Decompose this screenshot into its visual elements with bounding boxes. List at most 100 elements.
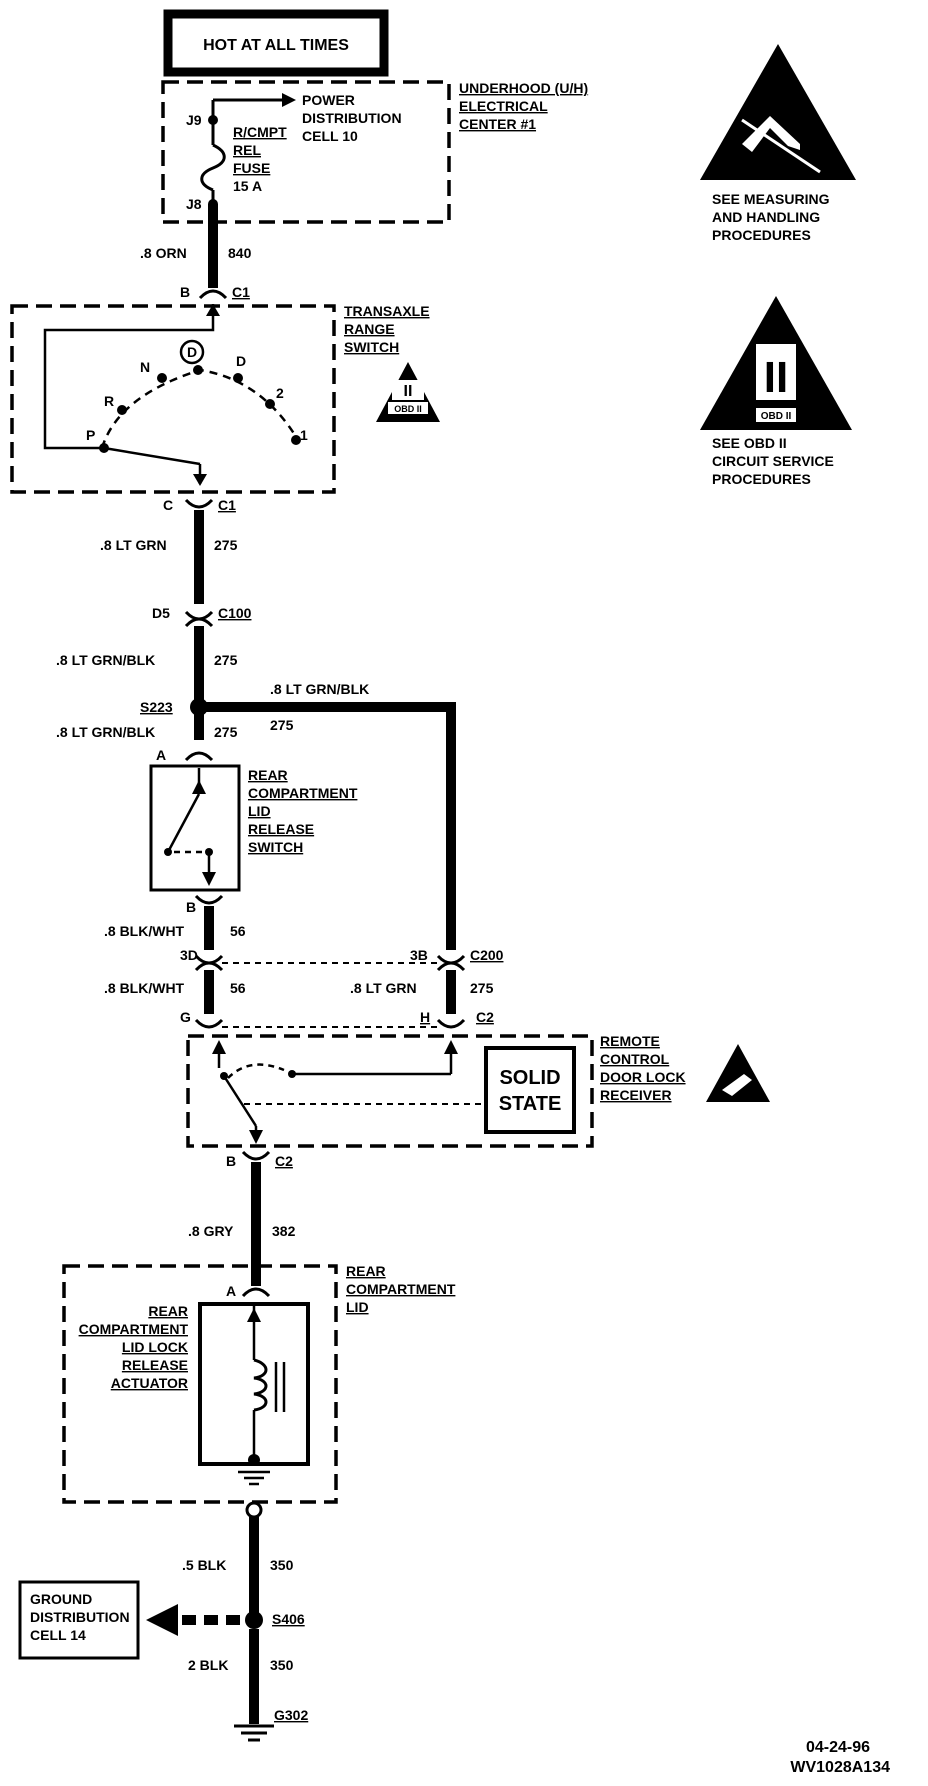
wire-840-circuit: 840 <box>228 245 252 261</box>
rear-switch-arrow-bot <box>202 872 216 886</box>
c2-h-connector <box>436 1018 466 1029</box>
transaxle-title-3: SWITCH <box>344 339 399 355</box>
transaxle-title-2: RANGE <box>344 321 395 337</box>
c1-top-pin: B <box>180 284 190 300</box>
esd-note-3: PROCEDURES <box>712 227 811 243</box>
power-feed-arrowhead <box>282 93 296 107</box>
esd-slash-icon <box>741 118 821 174</box>
receiver-title-2: CONTROL <box>600 1051 670 1067</box>
fuse-label-3: FUSE <box>233 160 270 176</box>
obd-numeral-plate <box>756 344 796 400</box>
receiver-switch-pivot <box>220 1072 228 1080</box>
underhood-box <box>161 80 451 224</box>
wire-275d-circuit: 275 <box>270 717 294 733</box>
c2-name: C2 <box>476 1009 494 1025</box>
actuator-coil <box>253 1358 268 1412</box>
c1-top-name: C1 <box>232 284 250 300</box>
c1-bot-name: C1 <box>218 497 236 513</box>
rear-switch-arrow-top <box>192 780 206 794</box>
rear-switch-title-3: LID <box>248 803 271 819</box>
lid-title-2: COMPARTMENT <box>346 1281 456 1297</box>
actuator-label-4: RELEASE <box>122 1357 188 1373</box>
wire-382-gauge: .8 GRY <box>188 1223 234 1239</box>
position-2-dot <box>265 399 275 409</box>
wire-275a-circuit: 275 <box>214 537 238 553</box>
c2-g-connector <box>194 1018 224 1029</box>
c200-left-bot <box>194 961 224 972</box>
position-p-label: P <box>86 427 95 443</box>
obd-note-1: SEE OBD II <box>712 435 787 451</box>
transaxle-arc <box>100 368 300 449</box>
ground-dist-line3: CELL 14 <box>30 1627 86 1643</box>
actuator-label-2: COMPARTMENT <box>79 1321 189 1337</box>
wire-350a-gauge: .5 BLK <box>182 1557 226 1573</box>
wire-275d-gauge: .8 LT GRN/BLK <box>270 681 369 697</box>
c2-bottom-name: C2 <box>275 1153 293 1169</box>
c100-connector-bot <box>184 617 214 628</box>
wire-56a-circuit: 56 <box>230 923 246 939</box>
lid-a-connector <box>241 1287 271 1298</box>
rear-switch-box <box>149 764 241 892</box>
switch-b-pin: B <box>186 899 196 915</box>
position-2-label: 2 <box>276 385 284 401</box>
rear-switch-contact <box>166 793 201 853</box>
fuse-label-1: R/CMPT <box>233 124 287 140</box>
position-1-label: 1 <box>300 427 308 443</box>
wire-275b-circuit: 275 <box>214 652 238 668</box>
wire-56a-gauge: .8 BLK/WHT <box>104 923 185 939</box>
switch-a-connector <box>184 751 214 762</box>
wire-382-circuit: 382 <box>272 1223 296 1239</box>
position-1-dot <box>291 435 301 445</box>
j8-label: J8 <box>186 196 202 212</box>
wire-840-gauge: .8 ORN <box>140 245 187 261</box>
receiver-out-arrow <box>249 1130 263 1144</box>
fuse-label-2: REL <box>233 142 261 158</box>
receiver-title-3: DOOR LOCK <box>600 1069 686 1085</box>
s223-label: S223 <box>140 699 173 715</box>
transaxle-internal-path <box>43 304 215 450</box>
power-dist-line3: CELL 10 <box>302 128 358 144</box>
rear-switch-title-4: RELEASE <box>248 821 314 837</box>
obd-note-3: PROCEDURES <box>712 471 811 487</box>
receiver-switch-dash <box>227 1063 285 1079</box>
lid-box <box>62 1264 338 1504</box>
position-n-dot <box>157 373 167 383</box>
wire-56b-circuit: 56 <box>230 980 246 996</box>
esd-small-icon <box>706 1044 770 1102</box>
wire-350b-circuit: 350 <box>270 1657 294 1673</box>
underhood-title-1: UNDERHOOD (U/H) <box>459 80 588 96</box>
rear-switch-title-5: SWITCH <box>248 839 303 855</box>
wire-275a-gauge: .8 LT GRN <box>100 537 167 553</box>
actuator-ground-dot <box>248 1454 260 1466</box>
esd-warning-icon <box>700 44 856 180</box>
receiver-switch-blade <box>222 1075 258 1127</box>
underhood-title-3: CENTER #1 <box>459 116 536 132</box>
solid-state-box <box>484 1046 576 1134</box>
rear-switch-title-2: COMPARTMENT <box>248 785 358 801</box>
esd-hand-icon <box>742 116 800 152</box>
ground-dist-box <box>18 1580 140 1660</box>
fuse-label-4: 15 A <box>233 178 262 194</box>
transaxle-box <box>10 304 336 494</box>
s406-splice <box>245 1611 263 1629</box>
footer-code: WV1028A134 <box>790 1759 890 1776</box>
position-n-label: N <box>140 359 150 375</box>
ground-dist-line1: GROUND <box>30 1591 92 1607</box>
switch-a-pin: A <box>156 747 166 763</box>
transaxle-title-1: TRANSAXLE <box>344 303 430 319</box>
obd-small-sub-plate <box>388 402 428 414</box>
hot-box <box>163 9 389 77</box>
position-d2-label: D <box>236 353 246 369</box>
wire-350b-gauge: 2 BLK <box>188 1657 228 1673</box>
transaxle-top-arrow <box>206 304 220 316</box>
receiver-arrow-right <box>444 1040 458 1054</box>
c200-name: C200 <box>470 947 504 963</box>
power-dist-line2: DISTRIBUTION <box>302 110 402 126</box>
c1-bot-connector <box>184 498 214 509</box>
position-r-label: R <box>104 393 114 409</box>
receiver-box <box>186 1034 594 1148</box>
j9-label: J9 <box>186 112 202 128</box>
wire-56b-gauge: .8 BLK/WHT <box>104 980 185 996</box>
c2-h-pin: H <box>420 1009 430 1025</box>
